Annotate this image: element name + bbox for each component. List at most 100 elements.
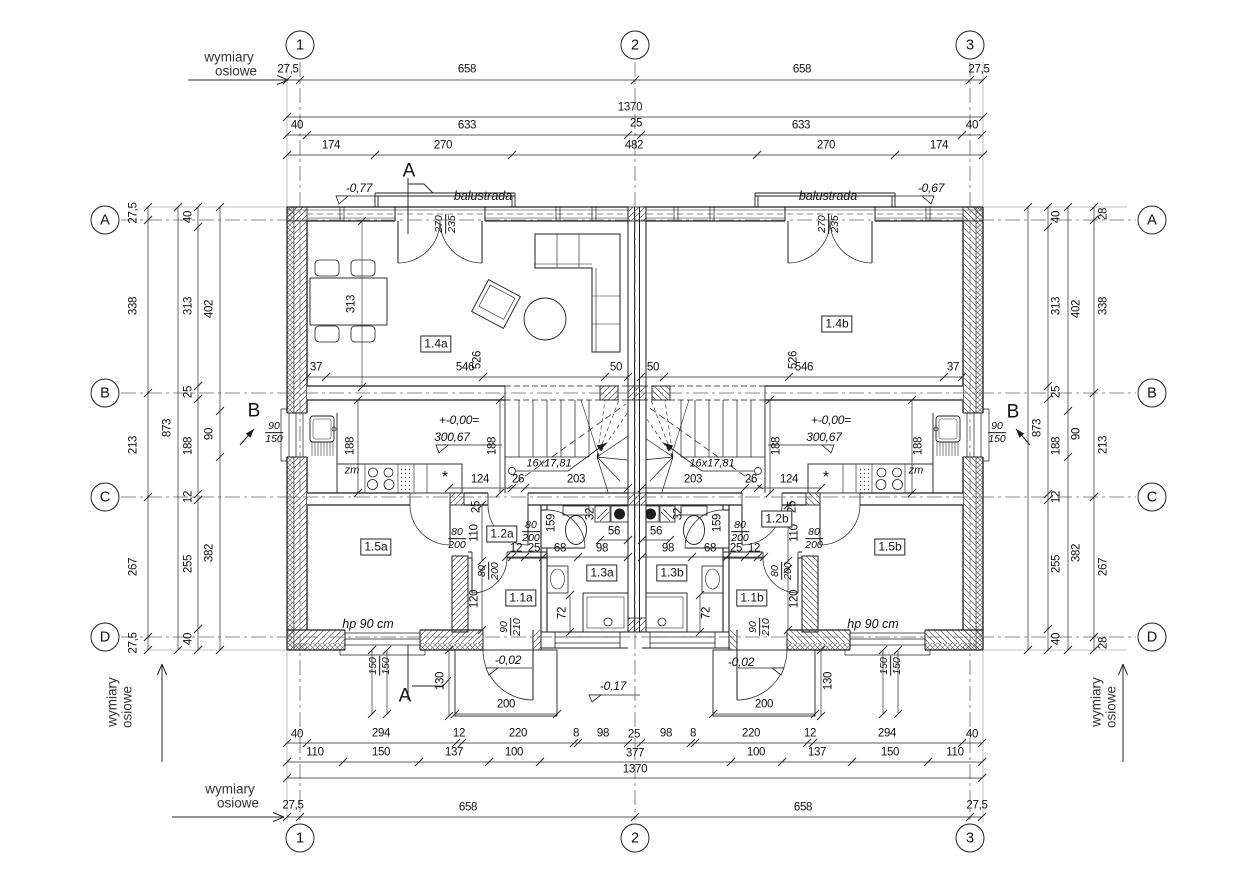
dim-label: 658 [458, 801, 478, 814]
annotation-label: hp 90 cm [847, 616, 899, 631]
dim-label: 382 [1070, 543, 1083, 563]
dim-label: 12 [1050, 490, 1063, 504]
dim-label: 28 [1097, 636, 1110, 650]
axis-bubble-3: 3 [955, 823, 985, 853]
note-label: wymiary [204, 49, 254, 65]
dim-label: 188 [912, 436, 925, 456]
dim-label: 313 [182, 296, 195, 316]
dim-label: 98 [661, 542, 675, 555]
level-label: 300,67 [806, 430, 842, 444]
dim-label: 40 [1050, 632, 1063, 646]
section-a-mark-bottom [407, 645, 452, 700]
dim-label: 658 [792, 63, 812, 76]
note-label: osiowe [119, 685, 135, 729]
dim-label: 546 [455, 361, 475, 374]
dim-label: 1370 [617, 101, 643, 114]
note-label: wymiary [205, 781, 255, 797]
dim-label: 159 [545, 513, 558, 533]
dim-label: 8 [572, 727, 580, 740]
dim-label: 150 [880, 746, 900, 759]
annotation-label: zm [344, 464, 360, 477]
dim-label: 100 [504, 746, 524, 759]
dim-label: 32 [584, 507, 597, 521]
level-label: -0,77 [345, 181, 373, 195]
dim-label: 40 [965, 119, 979, 132]
note-label: osiowe [1103, 685, 1119, 729]
dim-label: 382 [203, 543, 216, 563]
dim-label: 633 [457, 119, 477, 132]
dim-label: 12 [509, 542, 523, 555]
axis-bubble-B: B [90, 378, 120, 408]
dim-label: 255 [1050, 554, 1063, 574]
dim-label: 25 [629, 117, 643, 130]
dim-label: 90 [1070, 427, 1083, 441]
room-label-1.2a: 1.2a [486, 525, 518, 543]
axis-bubble-3: 3 [955, 30, 985, 60]
axis-bubble-C: C [90, 482, 120, 512]
dim-label: 40 [290, 119, 304, 132]
dim-label: 27,5 [282, 799, 304, 812]
dim-label: 32 [672, 507, 685, 521]
level-label: 300,67 [434, 430, 470, 444]
dim-label: 294 [371, 727, 391, 740]
round-table [523, 297, 567, 341]
annotation-label: balustrada [798, 188, 858, 203]
dim-label: 873 [1031, 418, 1044, 438]
dim-label: 37 [309, 361, 323, 374]
room-label-1.3b: 1.3b [656, 564, 688, 582]
dim-label: 40 [965, 728, 979, 741]
dim-label: 26 [511, 473, 525, 486]
chair [314, 325, 340, 343]
annotation-label: 16x17,81 [689, 457, 735, 470]
dim-label: 338 [1097, 296, 1110, 316]
level-label: -0,02 [727, 655, 755, 669]
dim-label: 100 [746, 746, 766, 759]
dim-label: 546 [794, 361, 814, 374]
dim-label: 159 [711, 513, 724, 533]
dim-label: 267 [127, 557, 140, 577]
dim-label: 270 [816, 139, 836, 152]
dim-label: 137 [807, 746, 827, 759]
room-label-1.2b: 1.2b [761, 510, 793, 528]
section-letter: B [1006, 401, 1020, 423]
dim-label: 25 [182, 385, 195, 399]
axis-bubble-1: 1 [285, 823, 315, 853]
dim-label: 8 [689, 727, 697, 740]
room-label-1.4b: 1.4b [821, 315, 853, 333]
dim-label: 124 [470, 473, 490, 486]
dim-label: 294 [877, 727, 897, 740]
section-letter: A [398, 685, 412, 707]
dim-label: 50 [646, 361, 660, 374]
dim-label: 28 [1097, 207, 1110, 221]
dim-label: 130 [822, 671, 835, 691]
dim-label: 150 [371, 746, 391, 759]
dim-label: 526 [471, 350, 484, 370]
dim-label: 27,5 [277, 63, 299, 76]
dim-label: 203 [566, 473, 586, 486]
dim-label: 658 [793, 801, 813, 814]
section-letter: B [247, 400, 261, 422]
dim-label: 25 [627, 728, 641, 741]
room-label-1.1a: 1.1a [505, 589, 537, 607]
annotation-label: zm [908, 464, 924, 477]
chair [350, 325, 376, 343]
room-label-1.3a: 1.3a [586, 564, 618, 582]
room-label-1.5a: 1.5a [360, 538, 392, 556]
dim-label: 313 [345, 294, 358, 314]
dim-label: 72 [556, 606, 569, 620]
dim-label: 98 [596, 727, 610, 740]
dim-label: 12 [803, 727, 817, 740]
dim-label: 25 [527, 542, 541, 555]
living-room-furniture [309, 178, 640, 703]
fridge-symbol: * [822, 469, 830, 486]
dim-label: 56 [607, 525, 621, 538]
dim-label: 25 [470, 500, 483, 514]
axis-bubble-A: A [1137, 205, 1167, 235]
level-label: +-0,00= [439, 413, 479, 427]
